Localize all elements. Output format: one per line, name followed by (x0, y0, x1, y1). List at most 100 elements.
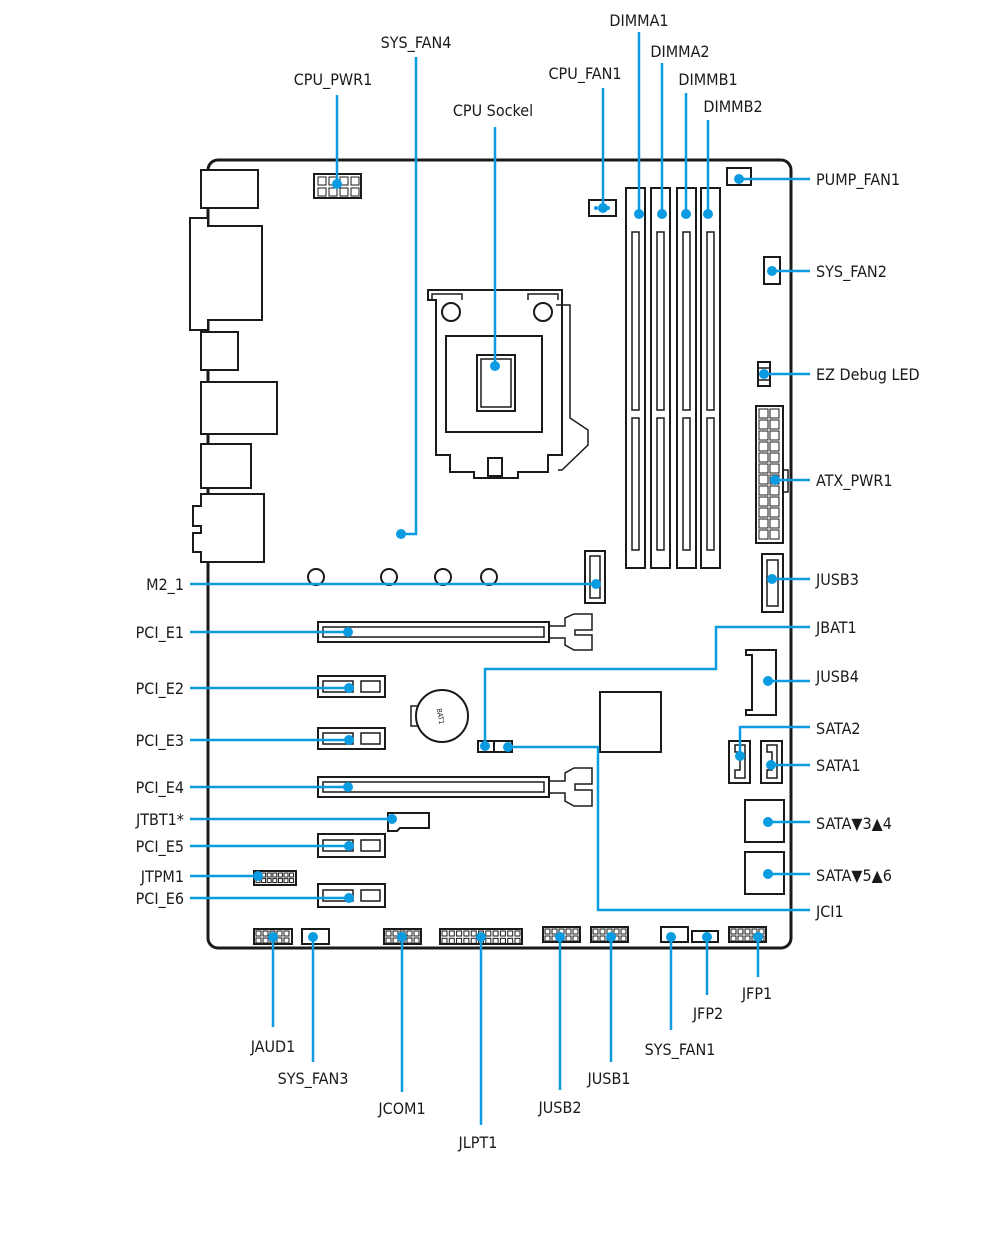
label-jfp1: JFP1 (741, 984, 772, 1003)
pin (413, 930, 420, 937)
pin (758, 518, 769, 529)
jtbt1-connector (387, 812, 430, 832)
pin (514, 930, 521, 937)
pin (758, 408, 769, 419)
battery-label: BAT1 (435, 708, 446, 725)
pin (613, 928, 620, 935)
pin (492, 937, 499, 944)
label-sata2: SATA2 (816, 719, 861, 738)
pin (272, 878, 278, 884)
label-jtpm1: JTPM1 (140, 867, 184, 886)
leader-lines (190, 32, 810, 1125)
pin (266, 878, 272, 884)
label-pci-e1: PCI_E1 (136, 623, 184, 643)
pin (276, 937, 283, 944)
label-pci-e5: PCI_E5 (136, 837, 184, 857)
pin (283, 937, 290, 944)
pin (758, 430, 769, 441)
label-sys-fan3: SYS_FAN3 (278, 1069, 349, 1089)
jusb4-connector (745, 649, 777, 716)
m2-slot (307, 550, 606, 604)
pin (283, 930, 290, 937)
pin (565, 935, 572, 942)
pin (730, 935, 737, 942)
cpu-socket (427, 289, 589, 479)
pin (769, 507, 780, 518)
pin (441, 930, 448, 937)
label-jusb3: JUSB3 (815, 570, 859, 589)
pci-e4-slot (317, 767, 593, 807)
pin (392, 930, 399, 937)
label-pci-e2: PCI_E2 (136, 679, 184, 699)
pin (283, 872, 289, 878)
pin (514, 937, 521, 944)
pin (572, 928, 579, 935)
label-cpu-pwr1: CPU_PWR1 (294, 70, 373, 90)
pin (769, 518, 780, 529)
pin (769, 529, 780, 540)
leader-sys-fan4 (401, 57, 418, 536)
pin (758, 452, 769, 463)
pin (599, 928, 606, 935)
pin (758, 441, 769, 452)
pin (385, 937, 392, 944)
pin (551, 928, 558, 935)
bottom-headers (253, 926, 767, 945)
pin (441, 937, 448, 944)
label-jusb2: JUSB2 (538, 1098, 582, 1117)
pin (485, 937, 492, 944)
pin (758, 507, 769, 518)
label-jaud1: JAUD1 (250, 1037, 296, 1056)
battery: BAT1 (410, 689, 469, 743)
pin (599, 935, 606, 942)
leader-jci1 (508, 745, 810, 912)
pin (262, 937, 269, 944)
pin (413, 937, 420, 944)
pin (266, 872, 272, 878)
pin (758, 496, 769, 507)
rear-io-panel (189, 169, 278, 563)
pin (289, 878, 295, 884)
pin (620, 928, 627, 935)
label-pump-fan1: PUMP_FAN1 (816, 170, 900, 190)
pin (485, 930, 492, 937)
pin (392, 937, 399, 944)
chipset (599, 691, 662, 753)
pin (769, 463, 780, 474)
pin (255, 937, 262, 944)
label-jcom1: JCOM1 (377, 1099, 425, 1118)
label-jci1: JCI1 (815, 902, 844, 921)
label-dimmb1: DIMMB1 (678, 70, 737, 89)
label-pci-e4: PCI_E4 (136, 778, 184, 798)
pin (499, 930, 506, 937)
pin (406, 930, 413, 937)
label-pci-e3: PCI_E3 (136, 731, 184, 751)
label-jbat1: JBAT1 (815, 618, 857, 637)
pin (769, 485, 780, 496)
label-sata1: SATA1 (816, 756, 861, 775)
pin (507, 937, 514, 944)
label-sata34: SATA▼3▲4 (816, 814, 892, 833)
label-jlpt1: JLPT1 (458, 1133, 498, 1152)
pin (276, 930, 283, 937)
labels: SYS_FAN4 CPU_PWR1 CPU Sockel CPU_FAN1 DI… (135, 11, 920, 1152)
pin (758, 474, 769, 485)
pin (758, 485, 769, 496)
pin (456, 937, 463, 944)
pin (565, 928, 572, 935)
pin (769, 441, 780, 452)
pin (572, 935, 579, 942)
label-sata56: SATA▼5▲6 (816, 866, 892, 885)
pin (499, 937, 506, 944)
pin (769, 419, 780, 430)
pin (448, 937, 455, 944)
leader-jbat1 (483, 625, 810, 746)
pin (385, 930, 392, 937)
pin (730, 928, 737, 935)
label-dimma2: DIMMA2 (650, 42, 709, 61)
label-sys-fan2: SYS_FAN2 (816, 262, 887, 282)
pin (261, 878, 267, 884)
pin (737, 935, 744, 942)
pin (277, 878, 283, 884)
